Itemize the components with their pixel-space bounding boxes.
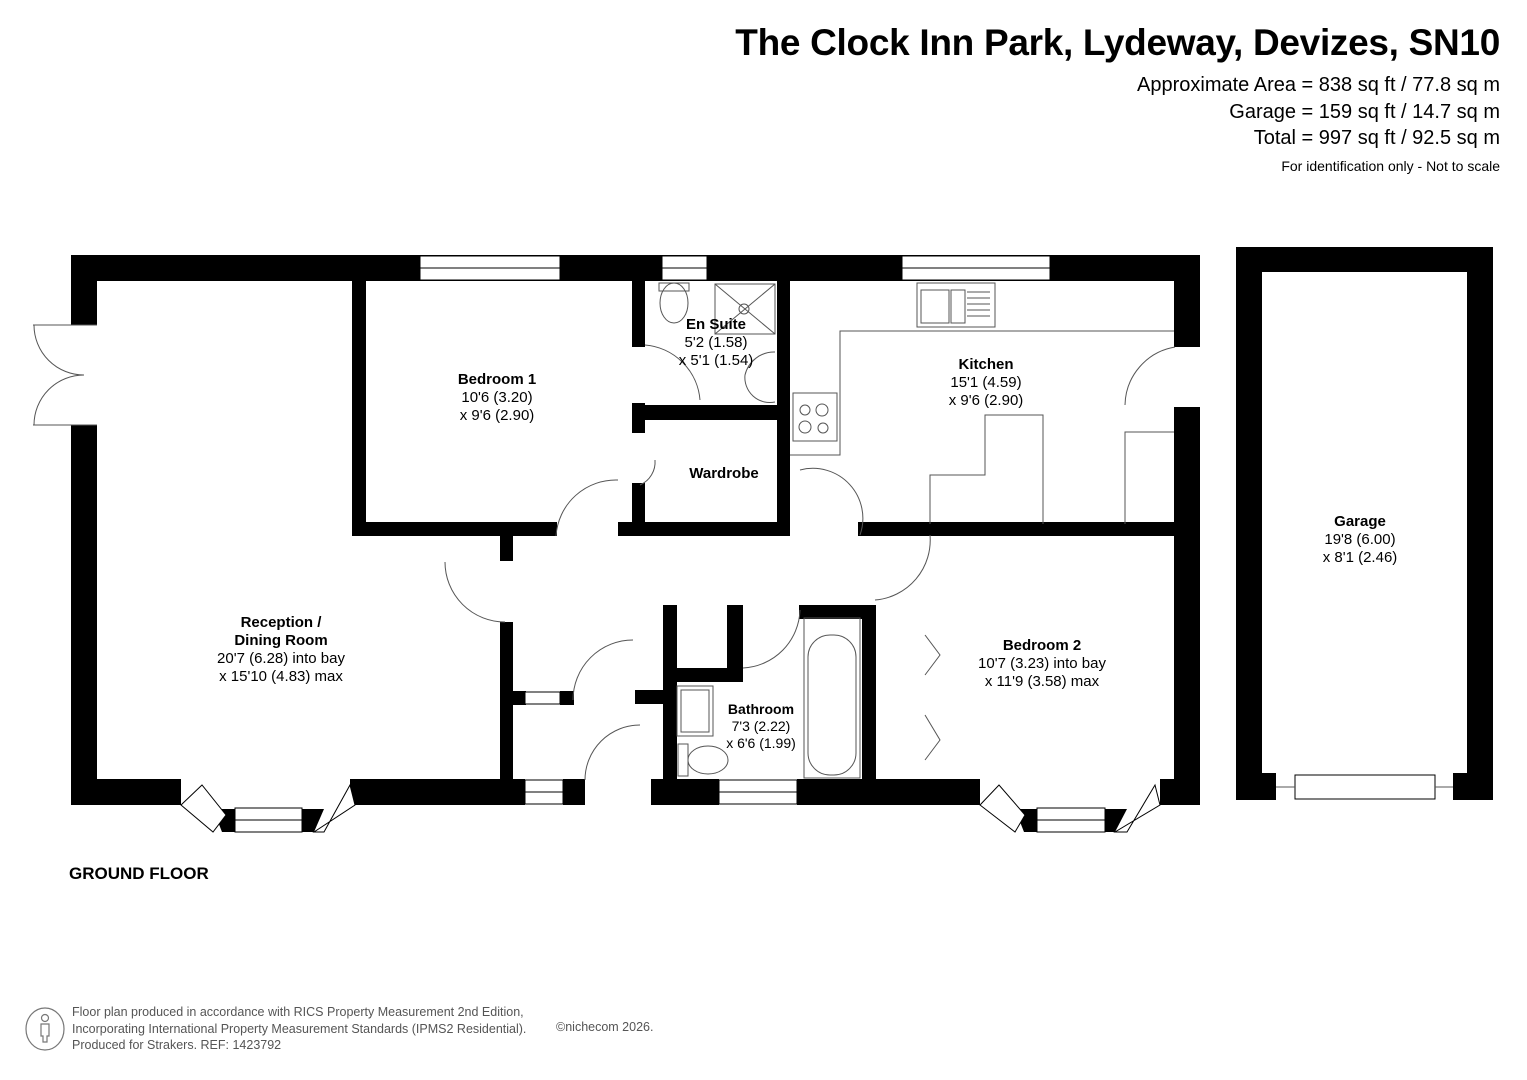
room-bathroom: Bathroom 7'3 (2.22) x 6'6 (1.99) <box>726 701 796 752</box>
room-bedroom-1: Bedroom 1 10'6 (3.20) x 9'6 (2.90) <box>458 371 536 425</box>
footer-notes: Floor plan produced in accordance with R… <box>72 1004 526 1054</box>
room-dimension: x 11'9 (3.58) max <box>984 673 1100 690</box>
room-dimension: x 5'1 (1.54) <box>678 352 754 369</box>
room-name: Bathroom <box>727 701 795 717</box>
room-dimension: x 9'6 (2.90) <box>948 392 1024 409</box>
room-dimension: x 9'6 (2.90) <box>459 407 535 424</box>
room-name: Bedroom 2 <box>1002 637 1082 654</box>
scale-disclaimer: For identification only - Not to scale <box>1281 158 1500 174</box>
room-dimension: 5'2 (1.58) <box>684 334 748 351</box>
copyright-brand: ©nichecom 2026. <box>556 1020 654 1034</box>
room-dimension: 20'7 (6.28) into bay <box>217 650 345 667</box>
room-reception-dining: Reception / Dining Room 20'7 (6.28) into… <box>217 614 345 686</box>
room-name: Dining Room <box>234 632 328 649</box>
room-dimension: 10'6 (3.20) <box>461 389 533 406</box>
room-dimension: 15'1 (4.59) <box>950 374 1022 391</box>
room-garage: Garage 19'8 (6.00) x 8'1 (2.46) <box>1323 513 1398 567</box>
approximate-area: Approximate Area = 838 sq ft / 77.8 sq m <box>1137 74 1500 96</box>
room-bedroom-2: Bedroom 2 10'7 (3.23) into bay x 11'9 (3… <box>978 637 1106 691</box>
room-dimension: x 8'1 (2.46) <box>1322 549 1398 566</box>
footer-line: Incorporating International Property Mea… <box>72 1021 527 1036</box>
garage-area: Garage = 159 sq ft / 14.7 sq m <box>1229 101 1500 123</box>
room-dimension: x 15'10 (4.83) max <box>219 668 343 685</box>
room-name: Bedroom 1 <box>457 371 537 388</box>
total-area: Total = 997 sq ft / 92.5 sq m <box>1253 127 1500 149</box>
room-dimension: 10'7 (3.23) into bay <box>978 655 1106 672</box>
room-en-suite: En Suite 5'2 (1.58) x 5'1 (1.54) <box>679 316 754 370</box>
room-kitchen: Kitchen 15'1 (4.59) x 9'6 (2.90) <box>949 356 1024 410</box>
property-title: The Clock Inn Park, Lydeway, Devizes, SN… <box>735 22 1500 63</box>
room-name: Wardrobe <box>689 465 759 482</box>
room-dimension: 7'3 (2.22) <box>731 718 791 734</box>
room-name: En Suite <box>685 316 747 333</box>
room-dimension: x 6'6 (1.99) <box>726 735 796 751</box>
footer-line: Produced for Strakers. REF: 1423792 <box>72 1038 282 1052</box>
room-name: Reception / <box>240 614 322 631</box>
room-dimension: 19'8 (6.00) <box>1324 531 1396 548</box>
room-name: Kitchen <box>958 356 1014 373</box>
footer-line: Floor plan produced in accordance with R… <box>72 1005 524 1019</box>
person-icon <box>25 1007 65 1051</box>
room-name: Garage <box>1334 513 1386 530</box>
room-wardrobe: Wardrobe <box>689 465 758 483</box>
floor-label: GROUND FLOOR <box>69 864 209 883</box>
